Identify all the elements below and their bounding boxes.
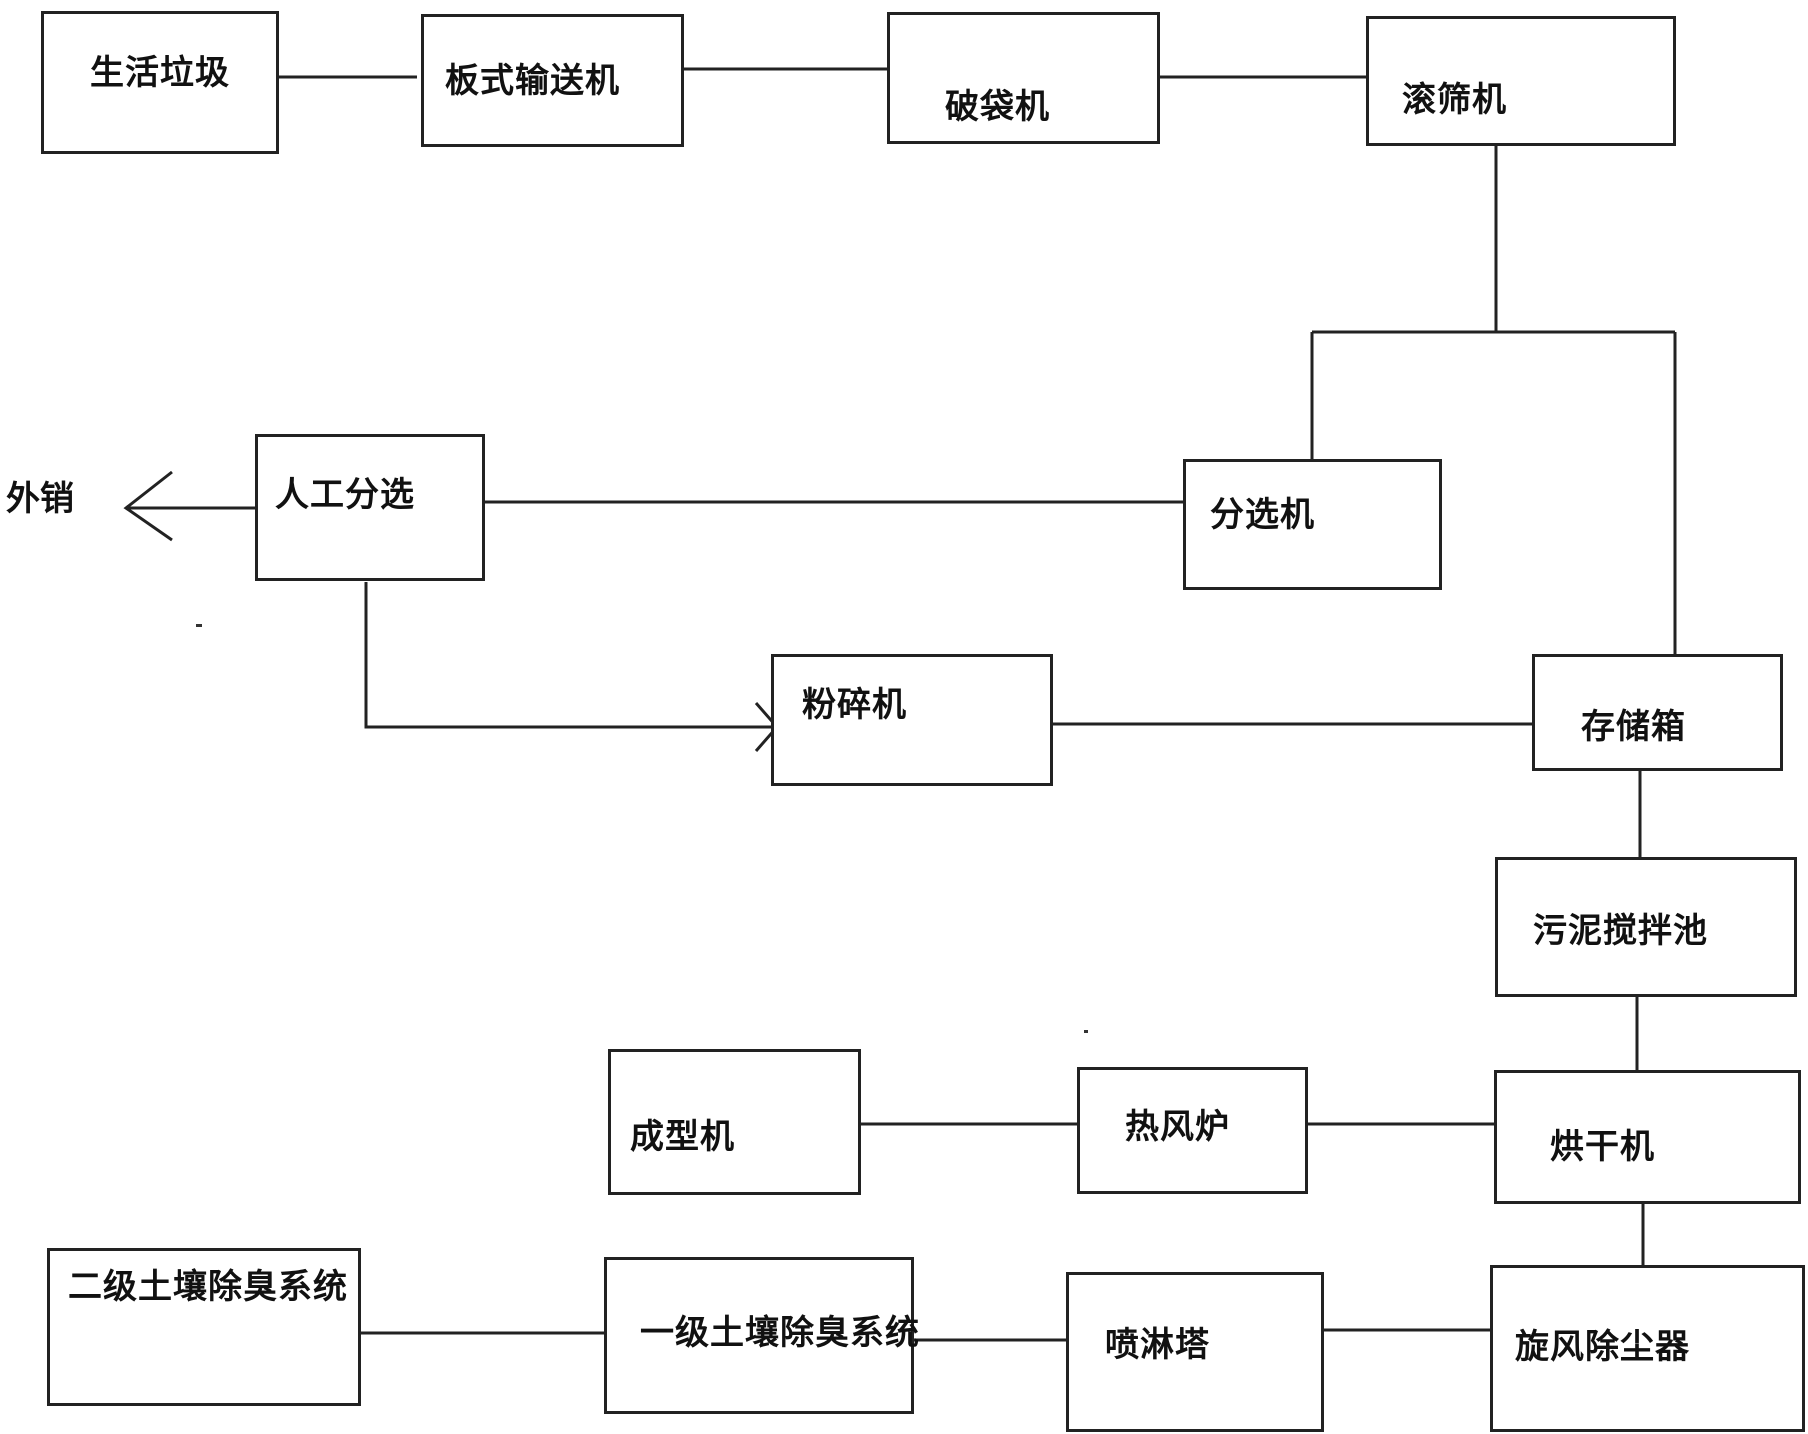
storage-bin-box	[1532, 654, 1783, 771]
sorting-machine-label: 分选机	[1210, 495, 1315, 535]
household-waste-label: 生活垃圾	[90, 53, 230, 93]
bag-breaker-label: 破袋机	[945, 87, 1050, 127]
dryer-box	[1494, 1070, 1801, 1204]
spray-tower-label: 喷淋塔	[1105, 1325, 1210, 1365]
primary-soil-deodorization-label: 一级土壤除臭系统	[640, 1313, 920, 1353]
storage-bin-label: 存储箱	[1581, 707, 1686, 747]
cyclone-dust-collector-box	[1490, 1265, 1805, 1432]
manual-sorting-label: 人工分选	[275, 475, 415, 515]
drum-screen-label: 滚筛机	[1402, 80, 1507, 120]
hot-air-furnace-label: 热风炉	[1125, 1107, 1230, 1147]
cyclone-dust-collector-label: 旋风除尘器	[1515, 1327, 1690, 1367]
sorting-machine-box	[1183, 459, 1442, 590]
crusher-box	[771, 654, 1053, 786]
household-waste-box	[41, 11, 279, 154]
plate-conveyor-box	[421, 14, 684, 147]
external-sales-label: 外销	[6, 479, 74, 519]
plate-conveyor-label: 板式输送机	[445, 61, 620, 101]
hot-air-furnace-box	[1077, 1067, 1308, 1194]
secondary-soil-deodorization-box	[47, 1248, 361, 1406]
primary-soil-deodorization-box	[604, 1257, 914, 1414]
arrowhead-sales	[123, 470, 173, 542]
secondary-soil-deodorization-label: 二级土壤除臭系统	[68, 1267, 348, 1307]
sludge-mixing-tank-label: 污泥搅拌池	[1533, 911, 1708, 951]
drum-screen-box	[1366, 16, 1676, 146]
bag-breaker-box	[887, 12, 1160, 144]
dryer-label: 烘干机	[1550, 1127, 1655, 1167]
scan-speck	[1084, 1030, 1088, 1033]
sludge-mixing-tank-box	[1495, 857, 1797, 997]
molding-machine-label: 成型机	[630, 1117, 735, 1157]
scan-speck	[196, 624, 202, 627]
spray-tower-box	[1066, 1272, 1324, 1432]
molding-machine-box	[608, 1049, 861, 1195]
crusher-label: 粉碎机	[802, 685, 907, 725]
manual-sorting-box	[255, 434, 485, 581]
connector-manual-crusher	[364, 582, 777, 729]
